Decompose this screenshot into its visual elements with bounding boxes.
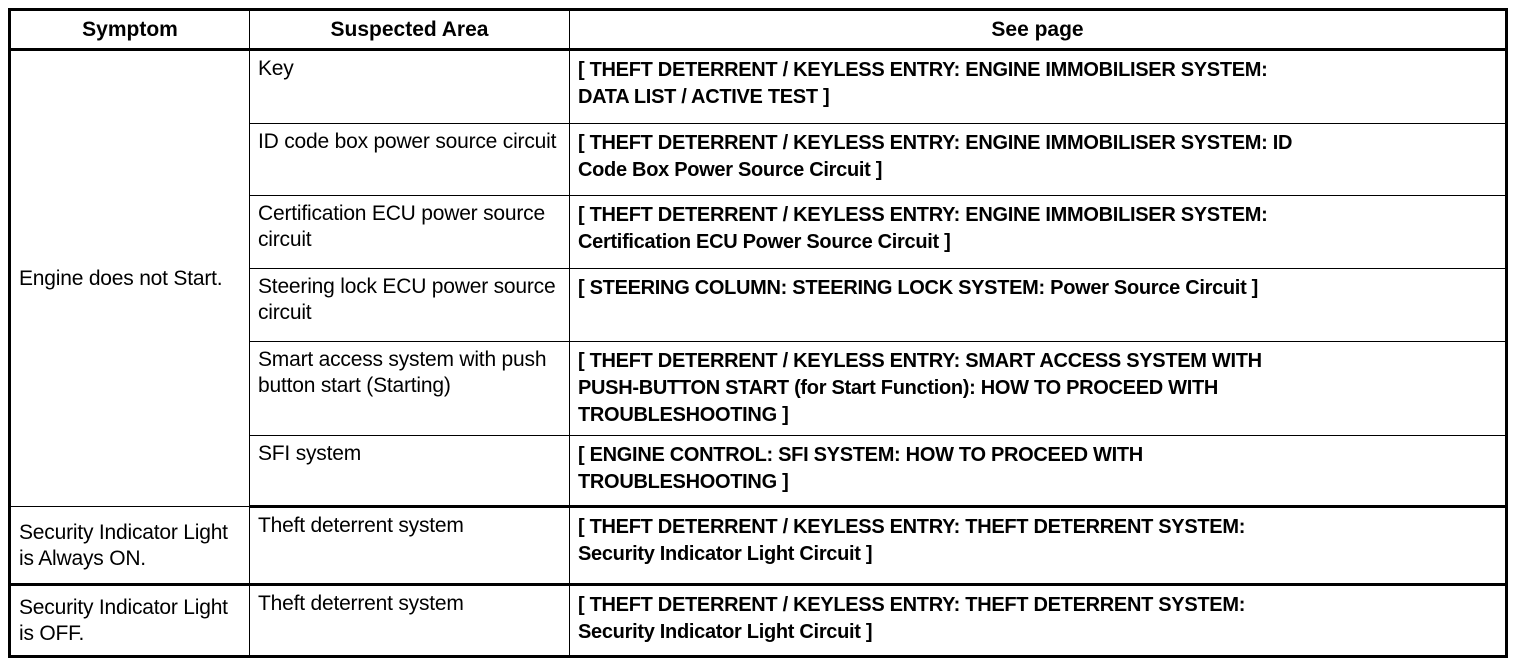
- see-page-cell: [ THEFT DETERRENT / KEYLESS ENTRY: ENGIN…: [569, 195, 1507, 269]
- column-header-suspected-area: Suspected Area: [249, 9, 570, 51]
- suspected-area-cell: ID code box power source circuit: [249, 123, 570, 196]
- see-page-text: [ THEFT DETERRENT / KEYLESS ENTRY: SMART…: [578, 350, 1262, 426]
- table-row: Security Indicator Light is Always ON. T…: [9, 506, 1507, 586]
- column-header-symptom: Symptom: [9, 9, 250, 51]
- suspected-area-cell: Steering lock ECU power source circuit: [249, 268, 570, 342]
- see-page-text: [ STEERING COLUMN: STEERING LOCK SYSTEM:…: [578, 277, 1259, 299]
- suspected-area-text: Steering lock ECU power source circuit: [258, 275, 556, 324]
- see-page-cell: [ ENGINE CONTROL: SFI SYSTEM: HOW TO PRO…: [569, 435, 1507, 508]
- suspected-area-cell: Theft deterrent system: [249, 584, 570, 657]
- suspected-area-cell: Theft deterrent system: [249, 506, 570, 586]
- symptom-text: Security Indicator Light is Always ON.: [19, 520, 228, 570]
- suspected-area-text: Smart access system with push button sta…: [258, 348, 547, 397]
- see-page-text: [ THEFT DETERRENT / KEYLESS ENTRY: ENGIN…: [578, 132, 1293, 181]
- symptom-troubleshooting-table: Symptom Suspected Area See page Engine d…: [8, 8, 1508, 658]
- suspected-area-text: Theft deterrent system: [258, 592, 464, 615]
- table-row: Security Indicator Light is OFF. Theft d…: [9, 584, 1507, 657]
- see-page-cell: [ STEERING COLUMN: STEERING LOCK SYSTEM:…: [569, 268, 1507, 342]
- header-row: Symptom Suspected Area See page: [9, 9, 1507, 51]
- see-page-text: [ THEFT DETERRENT / KEYLESS ENTRY: ENGIN…: [578, 204, 1268, 253]
- table-body: Engine does not Start. Key [ THEFT DETER…: [9, 49, 1507, 657]
- see-page-cell: [ THEFT DETERRENT / KEYLESS ENTRY: ENGIN…: [569, 123, 1507, 196]
- see-page-text: [ ENGINE CONTROL: SFI SYSTEM: HOW TO PRO…: [578, 444, 1143, 493]
- suspected-area-text: Certification ECU power source circuit: [258, 202, 545, 251]
- symptom-cell-security-indicator-light-always-on: Security Indicator Light is Always ON.: [9, 506, 250, 586]
- suspected-area-cell: Smart access system with push button sta…: [249, 341, 570, 436]
- suspected-area-cell: Certification ECU power source circuit: [249, 195, 570, 269]
- table-row: Smart access system with push button sta…: [10, 341, 1507, 436]
- table-row: SFI system [ ENGINE CONTROL: SFI SYSTEM:…: [10, 435, 1507, 508]
- suspected-area-cell: Key: [249, 49, 570, 124]
- see-page-text: [ THEFT DETERRENT / KEYLESS ENTRY: THEFT…: [578, 594, 1246, 643]
- suspected-area-text: Key: [258, 57, 294, 80]
- suspected-area-cell: SFI system: [249, 435, 570, 508]
- see-page-cell: [ THEFT DETERRENT / KEYLESS ENTRY: ENGIN…: [569, 49, 1507, 124]
- column-header-see-page: See page: [569, 9, 1507, 51]
- symptom-text: Security Indicator Light is OFF.: [19, 596, 228, 645]
- symptom-cell-engine-does-not-start: Engine does not Start.: [9, 49, 250, 507]
- see-page-cell: [ THEFT DETERRENT / KEYLESS ENTRY: THEFT…: [569, 584, 1507, 657]
- symptom-cell-security-indicator-light-off: Security Indicator Light is OFF.: [9, 584, 250, 657]
- table-header: Symptom Suspected Area See page: [9, 9, 1507, 51]
- see-page-cell: [ THEFT DETERRENT / KEYLESS ENTRY: SMART…: [569, 341, 1507, 436]
- see-page-text: [ THEFT DETERRENT / KEYLESS ENTRY: ENGIN…: [578, 59, 1268, 108]
- suspected-area-text: ID code box power source circuit: [258, 130, 557, 153]
- table-row: ID code box power source circuit [ THEFT…: [10, 123, 1507, 196]
- symptom-text: Engine does not Start.: [19, 266, 223, 290]
- table-row: Engine does not Start. Key [ THEFT DETER…: [9, 49, 1507, 507]
- suspected-area-text: SFI system: [258, 442, 362, 465]
- suspected-area-text: Theft deterrent system: [258, 514, 464, 537]
- see-page-text: [ THEFT DETERRENT / KEYLESS ENTRY: THEFT…: [578, 516, 1246, 565]
- table-row: Certification ECU power source circuit […: [10, 195, 1507, 269]
- see-page-cell: [ THEFT DETERRENT / KEYLESS ENTRY: THEFT…: [569, 506, 1507, 586]
